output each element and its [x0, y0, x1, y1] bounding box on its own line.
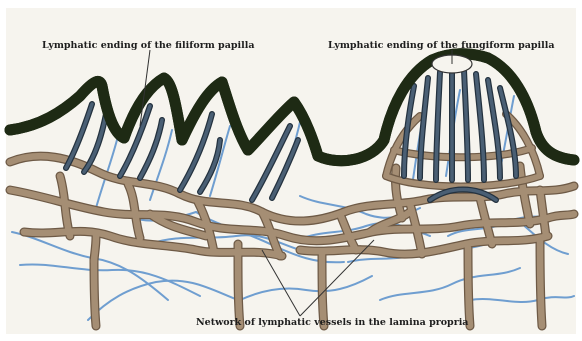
label-fungiform-ending: Lymphatic ending of the fungiform papill…: [328, 40, 555, 51]
label-filiform-ending: Lymphatic ending of the filiform papilla: [42, 40, 254, 51]
label-lymphatic-network: Network of lymphatic vessels in the lami…: [196, 317, 468, 328]
